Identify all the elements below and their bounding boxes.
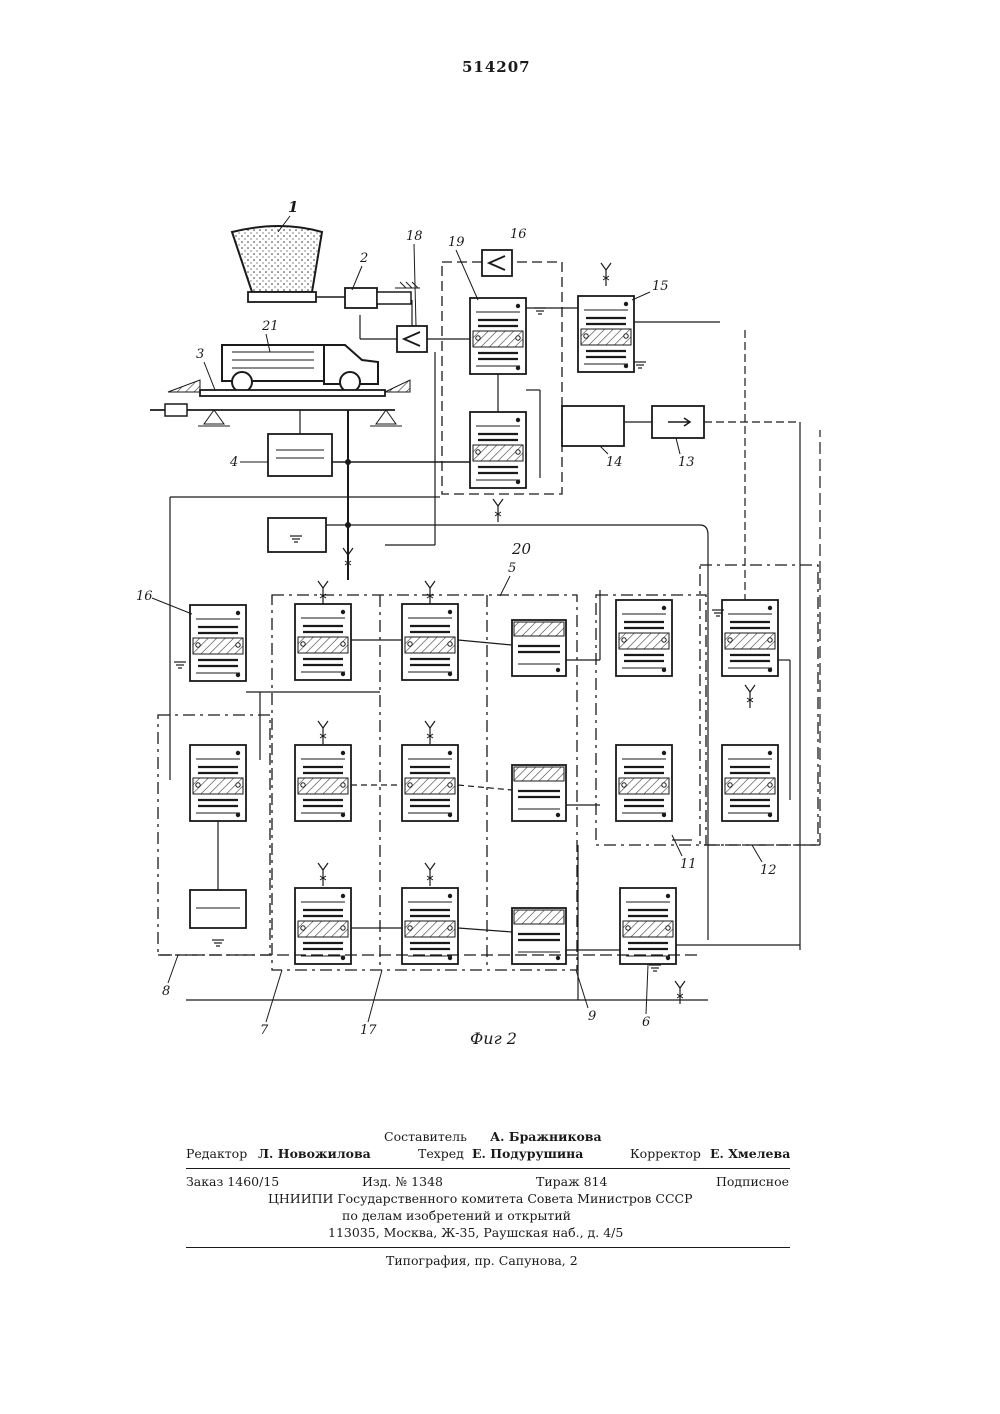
sensor-block [268, 410, 332, 476]
printer: Типография, пр. Сапунова, 2 [386, 1252, 578, 1269]
block-6 [620, 888, 676, 964]
label-platform: 3 [196, 347, 204, 362]
label-hopper: 1 [288, 198, 298, 216]
editor-role: Редактор [186, 1145, 247, 1162]
label-block-12: 12 [760, 863, 777, 878]
label-block-13: 13 [678, 455, 695, 470]
block-16-left [190, 605, 246, 681]
label-block-16-left: 16 [136, 589, 153, 604]
organization-line-1: ЦНИИПИ Государственного комитета Совета … [268, 1190, 693, 1207]
comparator-16-top [482, 250, 512, 276]
label-block-8: 8 [162, 984, 170, 999]
corrector-role: Корректор [630, 1145, 701, 1162]
address: 113035, Москва, Ж-35, Раушская наб., д. … [328, 1224, 623, 1241]
corrector-name: Е. Хмелева [710, 1145, 790, 1162]
compiler-role: Составитель [384, 1128, 467, 1145]
label-truck: 21 [261, 319, 279, 334]
label-block-17: 17 [360, 1023, 377, 1038]
label-block-matrix: 5 [508, 561, 516, 576]
weighing-platform [150, 380, 410, 426]
label-block-20: 20 [511, 540, 532, 558]
label-block-19: 19 [448, 235, 465, 250]
block-15 [578, 296, 634, 372]
block-20 [470, 412, 526, 488]
schematic-figure: 1 2 21 3 4 18 19 16 15 14 13 20 5 16 11 … [0, 0, 1000, 1100]
organization-line-2: по делам изобретений и открытий [342, 1207, 571, 1224]
edition-number: Изд. № 1348 [362, 1173, 443, 1190]
block-14 [562, 406, 624, 446]
order-number: Заказ 1460/15 [186, 1173, 279, 1190]
block-summator [268, 518, 326, 552]
label-comparator-18: 18 [406, 229, 423, 244]
hopper [232, 226, 345, 302]
comparator-18 [397, 326, 427, 352]
colophon-rule-bottom [186, 1247, 790, 1248]
editor-name: Л. Новожилова [258, 1145, 371, 1162]
circulation: Тираж 814 [536, 1173, 607, 1190]
label-block-15: 15 [652, 279, 669, 294]
label-block-6: 6 [642, 1015, 650, 1030]
feeder [345, 282, 420, 308]
label-block-7: 7 [260, 1023, 269, 1038]
label-sensor: 4 [229, 455, 238, 470]
label-comparator-16-top: 16 [510, 227, 527, 242]
label-block-14: 14 [606, 455, 623, 470]
figure-caption: Фиг 2 [470, 1029, 517, 1048]
colophon: Составитель А. Бражникова Редактор Л. Но… [186, 1128, 790, 1269]
techred-name: Е. Подурушина [472, 1145, 583, 1162]
compiler-name: А. Бражникова [490, 1128, 602, 1145]
label-block-11: 11 [680, 857, 697, 872]
subscription: Подписное [716, 1173, 789, 1190]
colophon-rule-top [186, 1168, 790, 1169]
label-block-9: 9 [588, 1009, 596, 1024]
block-13 [652, 406, 704, 438]
block-19 [470, 298, 526, 374]
truck [222, 345, 378, 392]
label-feeder: 2 [359, 251, 368, 266]
techred-role: Техред [418, 1145, 464, 1162]
